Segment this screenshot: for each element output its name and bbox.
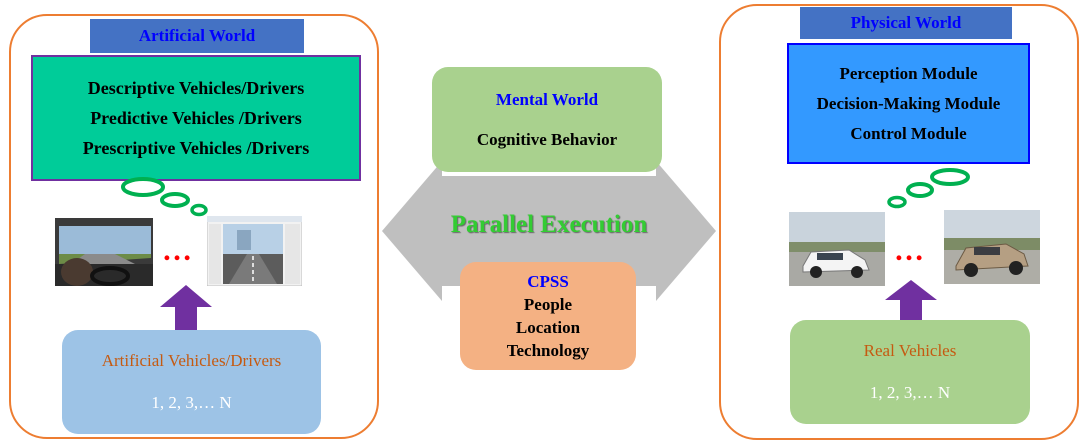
artificial-models-box: Descriptive Vehicles/Drivers Predictive … [31,55,361,181]
cpss-location: Location [515,318,581,337]
simulation-software-screenshot [207,216,302,286]
parallel-execution-label: Parallel Execution [450,211,648,238]
cognitive-behavior-label: Cognitive Behavior [476,129,618,149]
artificial-ellipsis: … [162,234,193,267]
physical-up-arrow [885,280,937,324]
perception-module-label: Perception Module [839,63,978,83]
real-vehicle-photo-1 [789,212,885,286]
cpss-title: CPSS [527,272,569,291]
artificial-vehicles-count: 1, 2, 3,… N [151,393,232,412]
artificial-line-descriptive: Descriptive Vehicles/Drivers [87,77,305,98]
vehicle-modules-box: Perception Module Decision-Making Module… [787,43,1030,164]
physical-world-title: Physical World [800,7,1012,39]
decision-making-module-label: Decision-Making Module [816,93,1001,113]
artificial-vehicles-title: Artificial Vehicles/Drivers [101,351,282,370]
mental-world-box: Mental World Cognitive Behavior [432,67,662,172]
real-vehicles-count: 1, 2, 3,… N [869,383,951,402]
artificial-line-predictive: Predictive Vehicles /Drivers [90,107,302,128]
cpss-technology: Technology [506,341,590,360]
real-vehicles-box: Real Vehicles 1, 2, 3,… N [790,320,1030,424]
artificial-vehicles-box: Artificial Vehicles/Drivers 1, 2, 3,… N [62,330,321,434]
real-vehicles-title: Real Vehicles [863,341,957,360]
real-vehicle-photo-2 [944,210,1040,284]
control-module-label: Control Module [850,123,967,143]
mental-world-title: Mental World [495,89,599,109]
driving-simulator-photo [55,218,153,286]
artificial-world-title: Artificial World [90,19,304,53]
artificial-line-prescriptive: Prescriptive Vehicles /Drivers [82,137,310,158]
physical-thought-bubbles [887,168,970,209]
artificial-up-arrow [160,285,212,333]
physical-ellipsis: … [894,234,925,267]
cpss-box: CPSS People Location Technology [460,262,636,370]
artificial-thought-bubbles [121,177,208,217]
cpss-people: People [523,295,573,314]
